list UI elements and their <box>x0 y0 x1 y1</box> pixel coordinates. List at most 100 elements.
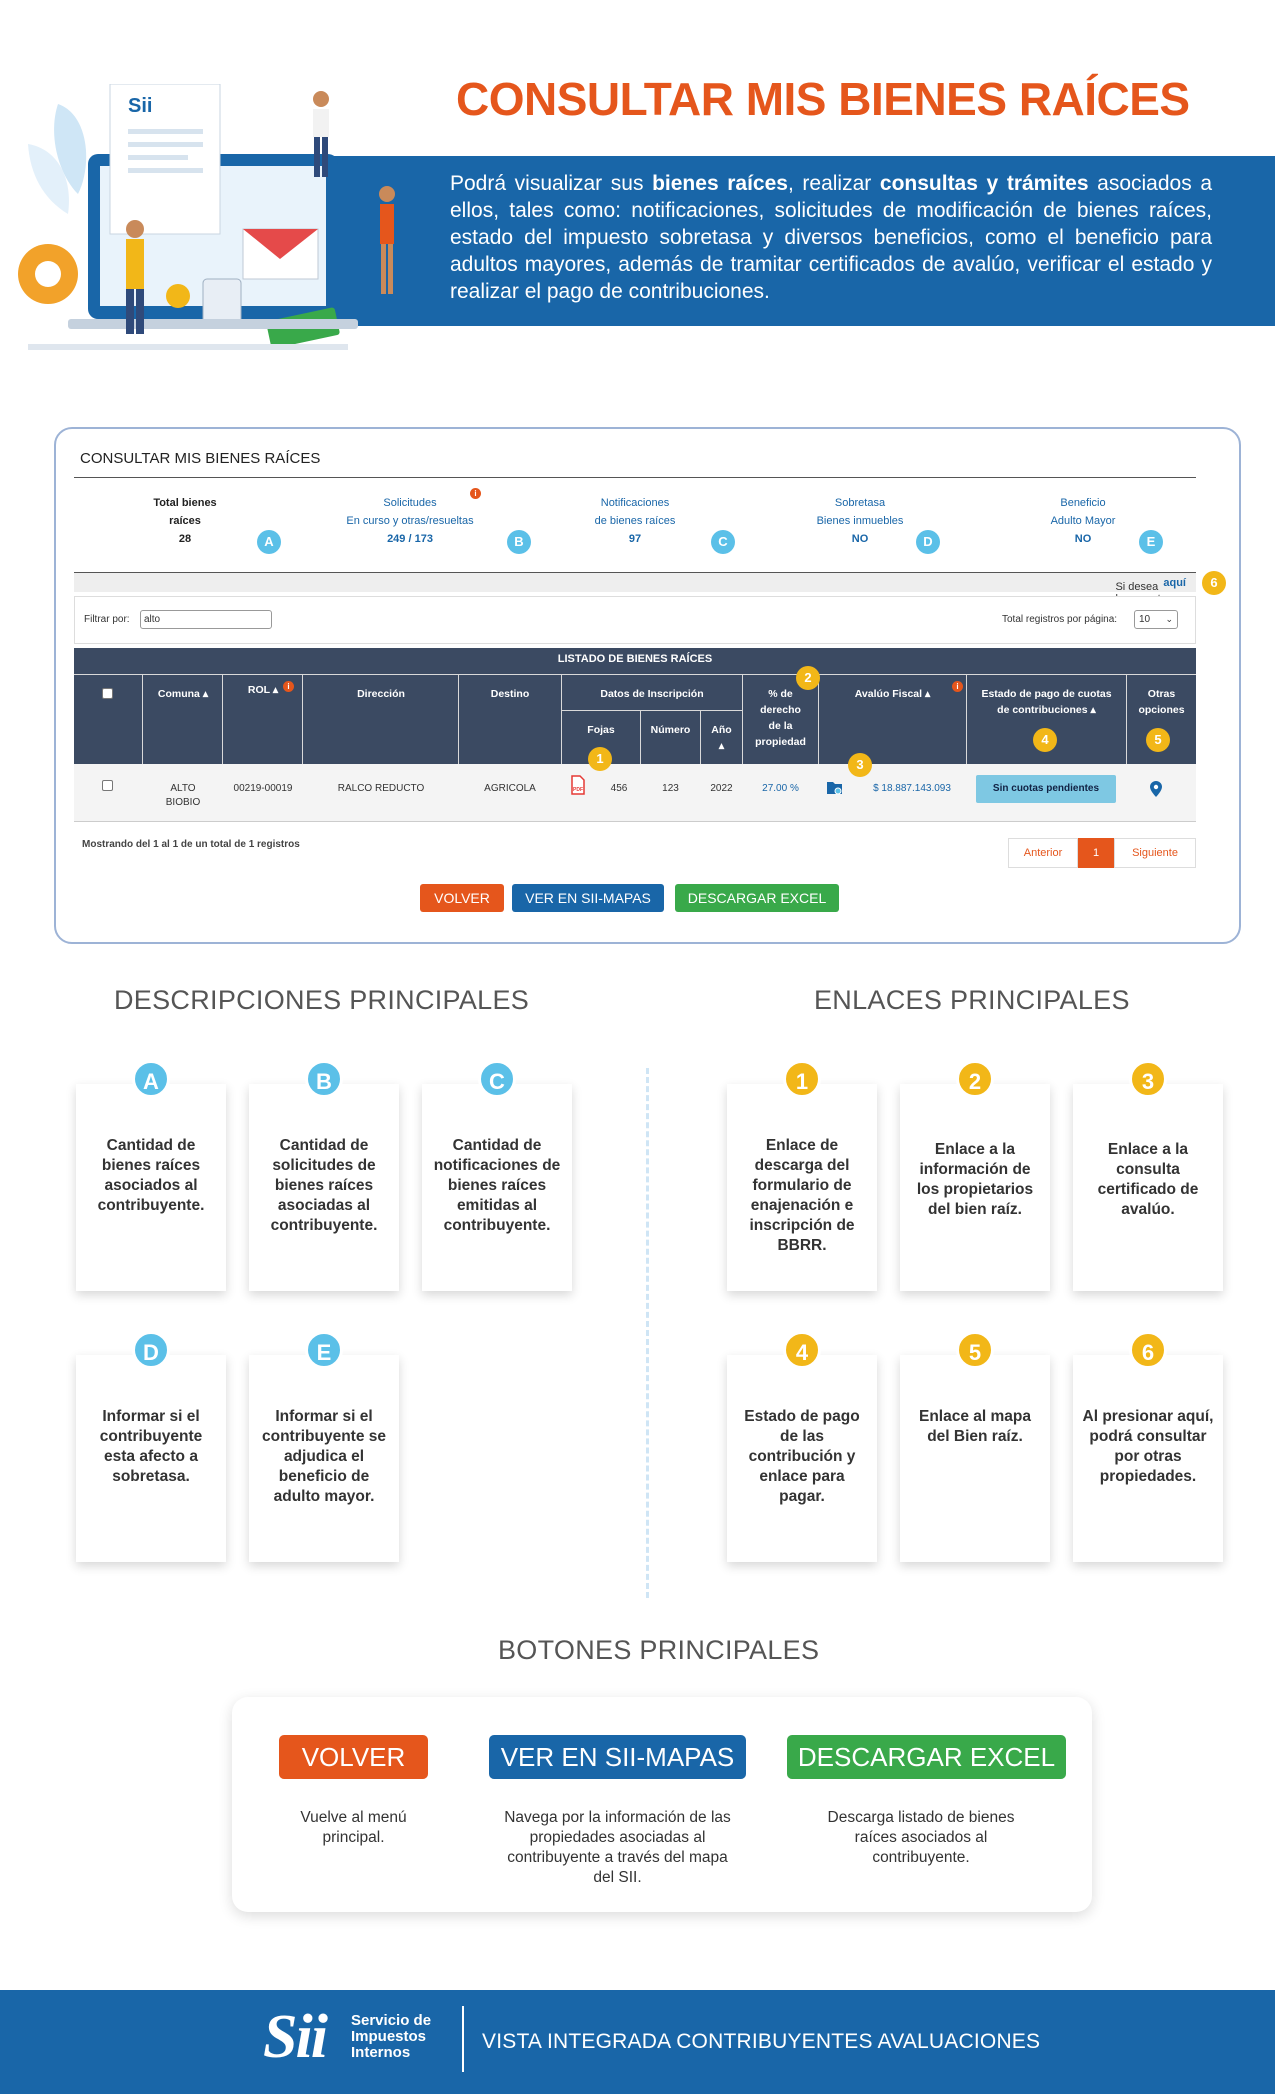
cell-derecho-link[interactable]: 27.00 % <box>762 783 799 794</box>
col-sep <box>818 675 819 822</box>
certificate-icon[interactable] <box>826 780 844 796</box>
cell-fojas: 456 <box>610 783 628 794</box>
buttons-box <box>232 1697 1092 1912</box>
col-fojas[interactable]: Fojas <box>587 724 615 736</box>
badge-d: D <box>916 530 940 554</box>
sort-icon: ▴ <box>1090 704 1096 716</box>
intro-text: Podrá visualizar sus bienes raíces, real… <box>450 172 1212 303</box>
badge-1: 1 <box>783 1060 821 1098</box>
per-page-select[interactable]: 10⌄ <box>1134 610 1178 629</box>
footer-separator <box>462 2006 464 2072</box>
cell-rol: 00219-00019 <box>233 783 293 794</box>
cell-numero: 123 <box>662 783 679 794</box>
badge-b: B <box>305 1060 343 1098</box>
badge-4: 4 <box>783 1331 821 1369</box>
sort-icon: ▴ <box>272 684 279 696</box>
badge-5: 5 <box>1146 728 1170 752</box>
subheader-divider <box>561 710 742 711</box>
table-header <box>74 648 1196 764</box>
search-other-bar: Si desea buscar otras propiedades presio… <box>74 572 1196 629</box>
row-checkbox[interactable] <box>102 780 113 791</box>
botones-title: BOTONES PRINCIPALES <box>498 1635 820 1665</box>
per-page-label: Total registros por página: <box>1002 614 1118 625</box>
payment-status-button[interactable]: Sin cuotas pendientes <box>976 775 1116 803</box>
col-anio[interactable]: Año▴ <box>711 724 732 752</box>
pager-prev[interactable]: Anterior <box>1008 838 1078 868</box>
pdf-icon[interactable]: PDF <box>570 775 586 795</box>
link-card-text: Enlace de descarga del formulario de ena… <box>749 1137 855 1254</box>
link-card-1: 1 Enlace de descarga del formulario de e… <box>727 1060 877 1291</box>
col-datos-inscripcion: Datos de Inscripción <box>600 688 704 700</box>
sii-logo: Sii <box>263 2003 328 2071</box>
info-icon[interactable]: i <box>952 681 963 692</box>
col-direccion[interactable]: Dirección <box>357 688 405 700</box>
desc-card-text: Cantidad de bienes raíces asociados al c… <box>97 1137 205 1214</box>
title-divider <box>74 477 1196 478</box>
badge-d: D <box>132 1331 170 1369</box>
desc-card-c: C Cantidad de notificaciones de bienes r… <box>422 1060 572 1291</box>
enlaces-title: ENLACES PRINCIPALES <box>814 985 1130 1015</box>
badge-c: C <box>711 530 735 554</box>
select-all-checkbox[interactable] <box>102 688 113 699</box>
badge-6: 6 <box>1129 1331 1167 1369</box>
desc-card-e: E Informar si el contribuyente se adjudi… <box>249 1331 399 1562</box>
badge-b: B <box>507 530 531 554</box>
descargar-excel-button[interactable]: DESCARGAR EXCEL <box>675 884 839 912</box>
volver-button[interactable]: VOLVER <box>420 884 504 912</box>
stat-solicitudes[interactable]: Solicitudes En curso y otras/resueltas 2… <box>346 497 474 545</box>
search-other-link[interactable]: aquí <box>1163 577 1186 589</box>
link-card-6: 6 Al presionar aquí, podrá consultar por… <box>1073 1331 1223 1562</box>
stat-notificaciones[interactable]: Notificaciones de bienes raíces 97 <box>594 497 676 545</box>
col-avaluo[interactable]: Avalúo Fiscal ▴ <box>854 688 931 700</box>
map-pin-icon[interactable] <box>1150 781 1162 797</box>
mapas-desc: Navega por la información de las propied… <box>504 1809 731 1886</box>
excel-desc: Descarga listado de bienes raíces asocia… <box>827 1809 1015 1866</box>
col-comuna[interactable]: Comuna ▴ <box>157 688 209 700</box>
showing-records-text: Mostrando del 1 al 1 de un total de 1 re… <box>82 839 300 850</box>
badge-c: C <box>478 1060 516 1098</box>
stat-total-bienes: Total bienes raíces 28 <box>153 497 217 545</box>
badge-2: 2 <box>796 666 820 690</box>
footer <box>0 1990 1275 2094</box>
badge-3: 3 <box>1129 1060 1167 1098</box>
header-band <box>300 156 1275 326</box>
filter-input[interactable]: alto <box>140 610 272 629</box>
col-sep <box>142 675 143 822</box>
ver-en-sii-mapas-button[interactable]: VER EN SII-MAPAS <box>512 884 664 912</box>
desc-card-d: D Informar si el contribuyente esta afec… <box>76 1331 226 1562</box>
link-card-text: Enlace a la consulta certificado de aval… <box>1097 1141 1199 1218</box>
desc-card-text: Informar si el contribuyente esta afecto… <box>99 1408 203 1485</box>
footer-tagline: VISTA INTEGRADA CONTRIBUYENTES AVALUACIO… <box>482 2030 1041 2053</box>
desc-card-text: Informar si el contribuyente se adjudica… <box>261 1408 387 1505</box>
info-icon[interactable]: i <box>470 488 481 499</box>
illus-logo: Sii <box>128 95 152 117</box>
col-sep <box>458 675 459 822</box>
link-card-3: 3 Enlace a la consulta certificado de av… <box>1073 1060 1223 1291</box>
stat-sobretasa[interactable]: Sobretasa Bienes inmuebles NO <box>816 497 904 545</box>
pager-next[interactable]: Siguiente <box>1114 838 1196 868</box>
chevron-down-icon: ⌄ <box>1165 614 1173 624</box>
link-card-4: 4 Estado de pago de las contribución y e… <box>727 1331 877 1562</box>
ver-en-sii-mapas-button[interactable]: VER EN SII-MAPAS <box>489 1735 746 1779</box>
descargar-excel-button[interactable]: DESCARGAR EXCEL <box>787 1735 1066 1779</box>
section-divider <box>646 1068 649 1598</box>
badge-a: A <box>132 1060 170 1098</box>
pager-page-1[interactable]: 1 <box>1078 838 1114 868</box>
cell-avaluo-link[interactable]: $ 18.887.143.093 <box>873 783 951 794</box>
desc-card-text: Cantidad de solicitudes de bienes raíces… <box>270 1137 378 1234</box>
badge-e: E <box>1139 530 1163 554</box>
col-destino[interactable]: Destino <box>490 688 530 700</box>
stat-adulto-mayor[interactable]: Beneficio Adulto Mayor NO <box>1050 497 1116 545</box>
info-icon[interactable]: i <box>283 681 294 692</box>
col-sep <box>742 675 743 822</box>
desc-card-b: B Cantidad de solicitudes de bienes raíc… <box>249 1060 399 1291</box>
col-numero[interactable]: Número <box>650 724 691 736</box>
col-rol[interactable]: ROL ▴ <box>247 684 279 696</box>
link-card-text: Enlace al mapa del Bien raíz. <box>918 1408 1031 1445</box>
volver-button[interactable]: VOLVER <box>279 1735 428 1779</box>
cell-anio: 2022 <box>710 783 733 794</box>
